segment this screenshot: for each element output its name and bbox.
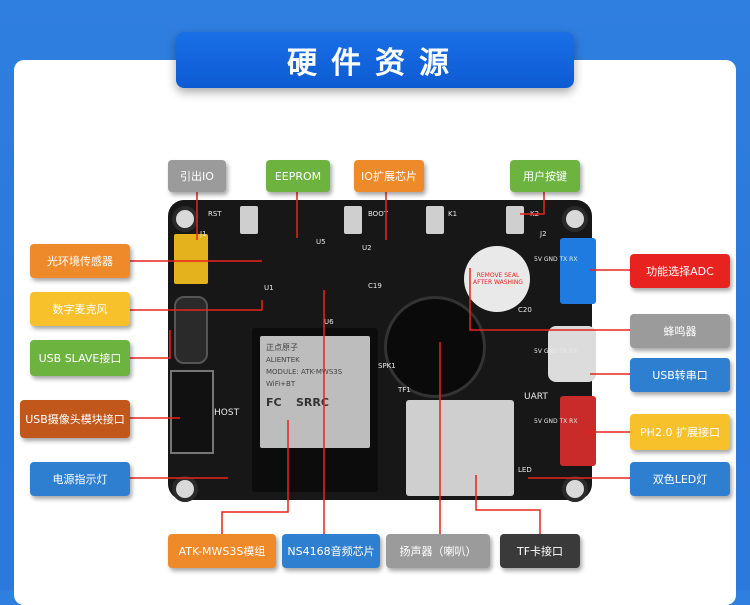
label-power-led: 电源指示灯 [30, 462, 130, 496]
silk-j2: J2 [540, 230, 547, 238]
silk-uart-pins: 5V GND TX RX [534, 348, 578, 355]
adc-connector [560, 238, 596, 304]
silk-led: LED [518, 466, 532, 474]
label-eeprom: EEPROM [266, 160, 330, 192]
label-mic: 数字麦克风 [30, 292, 130, 326]
module-shield: 正点原子 ALIENTEK MODULE: ATK-MWS3S WiFi+BT … [260, 336, 370, 448]
label-adc: 功能选择ADC [630, 254, 730, 288]
buzzer: REMOVE SEAL AFTER WASHING [464, 246, 530, 312]
usb-uart-port [548, 326, 596, 382]
label-buzzer: 蜂鸣器 [630, 314, 730, 348]
label-io-expand: IO扩展芯片 [354, 160, 424, 192]
mounting-hole [172, 206, 198, 232]
label-usb-slave: USB SLAVE接口 [30, 340, 130, 376]
label-tf: TF卡接口 [500, 534, 580, 568]
mounting-hole [562, 206, 588, 232]
module-brand-en: ALIENTEK [266, 356, 300, 364]
silk-u2: U2 [362, 244, 372, 252]
silk-spk1: SPK1 [378, 362, 396, 370]
pcb-board: 正点原子 ALIENTEK MODULE: ATK-MWS3S WiFi+BT … [168, 200, 596, 502]
module-brand: 正点原子 [266, 343, 298, 352]
usb-host-port [170, 370, 214, 454]
silk-uart: UART [524, 392, 548, 402]
boot-button[interactable] [344, 206, 362, 234]
wifi-module: 正点原子 ALIENTEK MODULE: ATK-MWS3S WiFi+BT … [252, 328, 378, 492]
label-ph20: PH2.0 扩展接口 [630, 414, 730, 450]
buzzer-text: REMOVE SEAL AFTER WASHING [473, 272, 523, 286]
k2-button[interactable] [506, 206, 524, 234]
page-title: 硬件资源 [176, 32, 574, 88]
label-ns4168: NS4168音频芯片 [282, 534, 380, 568]
label-module: ATK-MWS3S模组 [168, 534, 276, 568]
silk-ph-pins: 5V GND TX RX [534, 418, 578, 425]
label-user-key: 用户按键 [510, 160, 580, 192]
callout-lines [130, 192, 630, 534]
module-fcc: FC [266, 396, 282, 409]
rst-button[interactable] [240, 206, 258, 234]
silk-host: HOST [214, 408, 240, 418]
silk-u6: U6 [324, 318, 334, 326]
silk-tf1: TF1 [398, 386, 411, 394]
label-light-sensor: 光环境传感器 [30, 244, 130, 278]
silk-adc-pins: 5V GND TX RX [534, 256, 578, 263]
k1-button[interactable] [426, 206, 444, 234]
module-srrc: SRRC [296, 396, 329, 409]
usb-slave-port [174, 296, 208, 364]
speaker [384, 296, 486, 398]
label-usb-uart: USB转串口 [630, 358, 730, 392]
label-speaker: 扬声器（喇叭） [386, 534, 490, 568]
label-io-out: 引出IO [168, 160, 226, 192]
silk-c19: C19 [368, 282, 382, 290]
label-dual-led: 双色LED灯 [630, 462, 730, 496]
silk-boot: BOOT [368, 210, 388, 218]
tf-card-slot [406, 400, 514, 496]
silk-k1: K1 [448, 210, 458, 218]
silk-u1: U1 [264, 284, 274, 292]
silk-rst: RST [208, 210, 222, 218]
module-wifi: WiFi+BT [266, 380, 296, 388]
module-model: MODULE: ATK-MWS3S [266, 368, 343, 376]
silk-u5: U5 [316, 238, 326, 246]
silk-j1: J1 [200, 230, 207, 238]
label-usb-camera: USB摄像头模块接口 [20, 400, 130, 438]
io-header [174, 234, 208, 284]
ph20-connector [560, 396, 596, 466]
silk-c20: C20 [518, 306, 532, 314]
